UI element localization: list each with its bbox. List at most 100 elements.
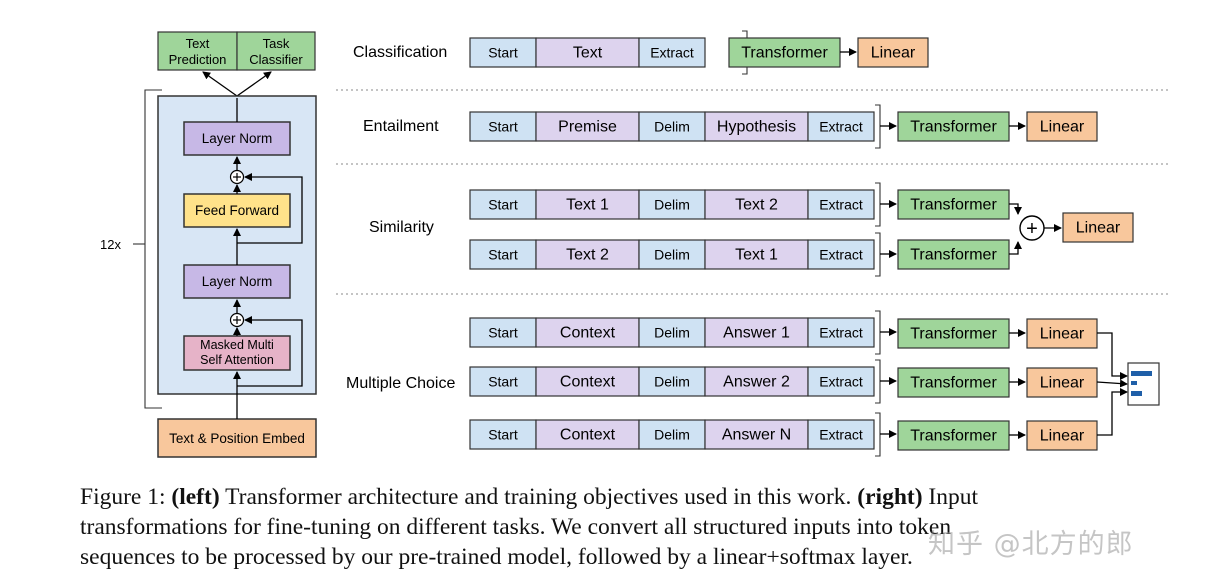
figure-diagram: Text Prediction Task Classifier 12x Laye… [100, 30, 1170, 458]
task3-row0-transformer-box [897, 318, 1010, 349]
task1-row0-token3-box [704, 111, 809, 142]
task3-row2-token4-box [807, 419, 875, 450]
task3-row1-token2-box [638, 366, 706, 397]
left-architecture-panel: Text Prediction Task Classifier 12x Laye… [100, 31, 317, 458]
task-classifier-label-1: Task [263, 36, 290, 51]
task3-row2-token4-label: Extract [819, 427, 863, 443]
layer-norm-top-label: Layer Norm [202, 131, 273, 146]
task0-linear-label: Linear [871, 45, 916, 62]
task2-row0-token4-box [807, 189, 875, 220]
merge-arrow-bottom [1009, 241, 1022, 255]
task3-row0-token0-label: Start [488, 325, 518, 341]
task3-row0-token2-label: Delim [654, 325, 690, 341]
text-prediction-box [157, 31, 238, 71]
task2-linear-label: Linear [1076, 220, 1121, 237]
caption-figure-label: Figure 1: [80, 484, 166, 510]
task2-row1-token1-box [535, 239, 640, 270]
task3-row2-linear-label: Linear [1040, 428, 1085, 445]
task3-row2-token0-label: Start [488, 427, 518, 443]
repeat-label: 12x [100, 237, 121, 252]
task3-row2-token2-box [638, 419, 706, 450]
task2-row0-token1-label: Text 1 [566, 197, 609, 214]
task3-row0-token3-box [704, 317, 809, 348]
mc-arrow-3 [1097, 388, 1128, 436]
task2-row0-token2-label: Delim [654, 197, 690, 213]
layer-norm-bottom-label: Layer Norm [202, 274, 273, 289]
task3-row2-token3-label: Answer N [722, 427, 791, 444]
task3-row1-transformer-label: Transformer [910, 375, 997, 392]
softmax-bar-1 [1131, 371, 1152, 376]
task3-row0-token2-box [638, 317, 706, 348]
layer-norm-bottom-box [183, 264, 291, 299]
task0-row0-token1-box [535, 37, 640, 68]
merge-plus-symbol: + [1026, 218, 1038, 240]
task2-linear-box [1062, 212, 1134, 243]
task2-row0-token3-box [704, 189, 809, 220]
task3-row1-token3-box [704, 366, 809, 397]
task1-linear-label: Linear [1040, 119, 1085, 136]
caption-right-tag: (right) [857, 484, 923, 510]
task1-transformer-box [897, 111, 1010, 142]
caption-right-text: Input [928, 484, 979, 510]
task1-row0-token4-label: Extract [819, 119, 863, 135]
bracket [875, 232, 881, 277]
task0-row0-token0-label: Start [488, 45, 518, 61]
task3-row0-token4-label: Extract [819, 325, 863, 341]
task3-row1-token3-label: Answer 2 [723, 374, 790, 391]
bracket [875, 359, 881, 404]
task3-row2-token3-box [704, 419, 809, 450]
task3-row0-token1-label: Context [560, 325, 616, 342]
task1-transformer-label: Transformer [910, 119, 997, 136]
merge-arrow-top [1009, 203, 1022, 215]
task2-row0-token4-label: Extract [819, 197, 863, 213]
task3-row2-token1-label: Context [560, 427, 616, 444]
mc-arrow-2 [1096, 379, 1128, 388]
task3-row1-token4-box [807, 366, 875, 397]
feed-forward-label: Feed Forward [195, 203, 279, 218]
task3-row1-token0-label: Start [488, 374, 518, 390]
task1-row0-token0-label: Start [488, 119, 518, 135]
task0-row0-token2-box [638, 37, 706, 68]
task2-row1-token2-box [638, 239, 706, 270]
task3-row0-transformer-label: Transformer [910, 326, 997, 343]
text-prediction-label-1: Text [186, 36, 210, 51]
task3-row1-token1-label: Context [560, 374, 616, 391]
task-name-similarity: Similarity [369, 219, 434, 236]
task3-row2-token2-label: Delim [654, 427, 690, 443]
masked-attention-label-1: Masked Multi [200, 338, 274, 352]
text-position-embed-label: Text & Position Embed [169, 431, 305, 446]
task3-row1-linear-label: Linear [1040, 375, 1085, 392]
task2-row1-transformer-label: Transformer [910, 247, 997, 264]
caption-left-tag: (left) [171, 484, 220, 510]
watermark-text: 知乎 @北方的郎 [928, 529, 1134, 560]
caption-line-3: sequences to be processed by our pre-tra… [80, 544, 913, 570]
bracket [875, 182, 881, 227]
task3-row2-linear-box [1026, 420, 1098, 451]
task-name-entailment: Entailment [363, 118, 439, 135]
task2-row1-token0-box [469, 239, 537, 270]
task1-linear-box [1026, 111, 1098, 142]
task1-row0-token0-box [469, 111, 537, 142]
layer-norm-top-box [183, 121, 291, 156]
task2-row1-token4-label: Extract [819, 247, 863, 263]
task0-row0-token1-label: Text [573, 45, 603, 62]
task1-row0-token1-label: Premise [558, 119, 617, 136]
caption-line-1: Figure 1: (left) Transformer architectur… [80, 482, 1190, 512]
task0-row0-token2-label: Extract [650, 45, 694, 61]
task-name-multiple-choice: Multiple Choice [346, 375, 455, 392]
task2-row0-token1-box [535, 189, 640, 220]
task-classifier-box [236, 31, 316, 71]
task1-row0-token4-box [807, 111, 875, 142]
task1-row0-token2-label: Delim [654, 119, 690, 135]
task3-row0-token1-box [535, 317, 640, 348]
caption-left-text: Transformer architecture and training ob… [225, 484, 852, 510]
task-name-classification: Classification [353, 44, 447, 61]
task1-row0-token2-box [638, 111, 706, 142]
task3-row1-token4-label: Extract [819, 374, 863, 390]
task2-row1-token0-label: Start [488, 247, 518, 263]
task2-row0-token0-label: Start [488, 197, 518, 213]
bracket [875, 310, 881, 355]
softmax-bar-2 [1131, 381, 1137, 385]
task2-row0-token3-label: Text 2 [735, 197, 778, 214]
